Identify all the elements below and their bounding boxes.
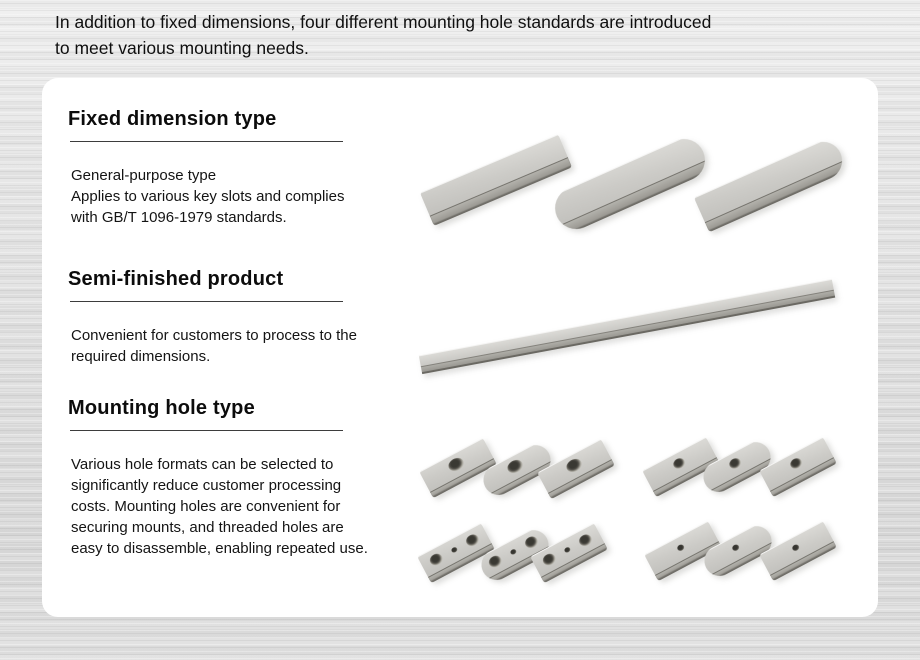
text-line: easy to disassemble, enabling repeated u… [71, 540, 368, 557]
bar-top-face [418, 278, 834, 367]
key-image-round-ends [548, 132, 712, 236]
mounting-key-double-countersunk-square [417, 522, 495, 584]
intro-text: In addition to fixed dimensions, four di… [55, 9, 711, 61]
heading-underline [70, 141, 343, 142]
section-body-text: Various hole formats can be selected to … [71, 454, 408, 559]
content-card: Fixed dimension type General-purpose typ… [42, 78, 878, 617]
text-line: Convenient for customers to process to t… [71, 327, 357, 344]
key-image-half-round-end [693, 135, 849, 233]
text-line: with GB/T 1096-1979 standards. [71, 209, 287, 226]
heading-underline [70, 430, 343, 431]
text-line: Applies to various key slots and complie… [71, 188, 345, 205]
keystock-bar-image [418, 278, 836, 375]
mounting-key-countersunk-square [419, 437, 497, 499]
section-semi-finished-product: Semi-finished product Convenient for cus… [68, 266, 408, 367]
text-line: costs. Mounting holes are convenient for [71, 498, 341, 515]
section-heading: Semi-finished product [68, 268, 284, 290]
heading-underline [70, 301, 343, 302]
section-mounting-hole-type: Mounting hole type Various hole formats … [68, 395, 408, 559]
section-body-text: General-purpose type Applies to various … [71, 165, 408, 228]
section-heading: Fixed dimension type [68, 108, 277, 130]
text-line: securing mounts, and threaded holes are [71, 519, 344, 536]
text-line: Various hole formats can be selected to [71, 456, 334, 473]
mounting-key-countersunk-square [759, 436, 837, 498]
section-heading: Mounting hole type [68, 397, 255, 419]
section-body-text: Convenient for customers to process to t… [71, 325, 408, 367]
text-line: General-purpose type [71, 167, 217, 184]
intro-line: to meet various mounting needs. [55, 38, 309, 58]
mounting-key-countersunk-square [537, 438, 615, 500]
text-line: required dimensions. [71, 348, 211, 365]
bar-side-face [420, 289, 836, 375]
key-image-square-ends [419, 134, 573, 226]
text-line: significantly reduce customer processing [71, 477, 342, 494]
mounting-key-threaded-square [759, 520, 837, 582]
intro-line: In addition to fixed dimensions, four di… [55, 12, 712, 32]
section-fixed-dimension-type: Fixed dimension type General-purpose typ… [68, 106, 408, 228]
